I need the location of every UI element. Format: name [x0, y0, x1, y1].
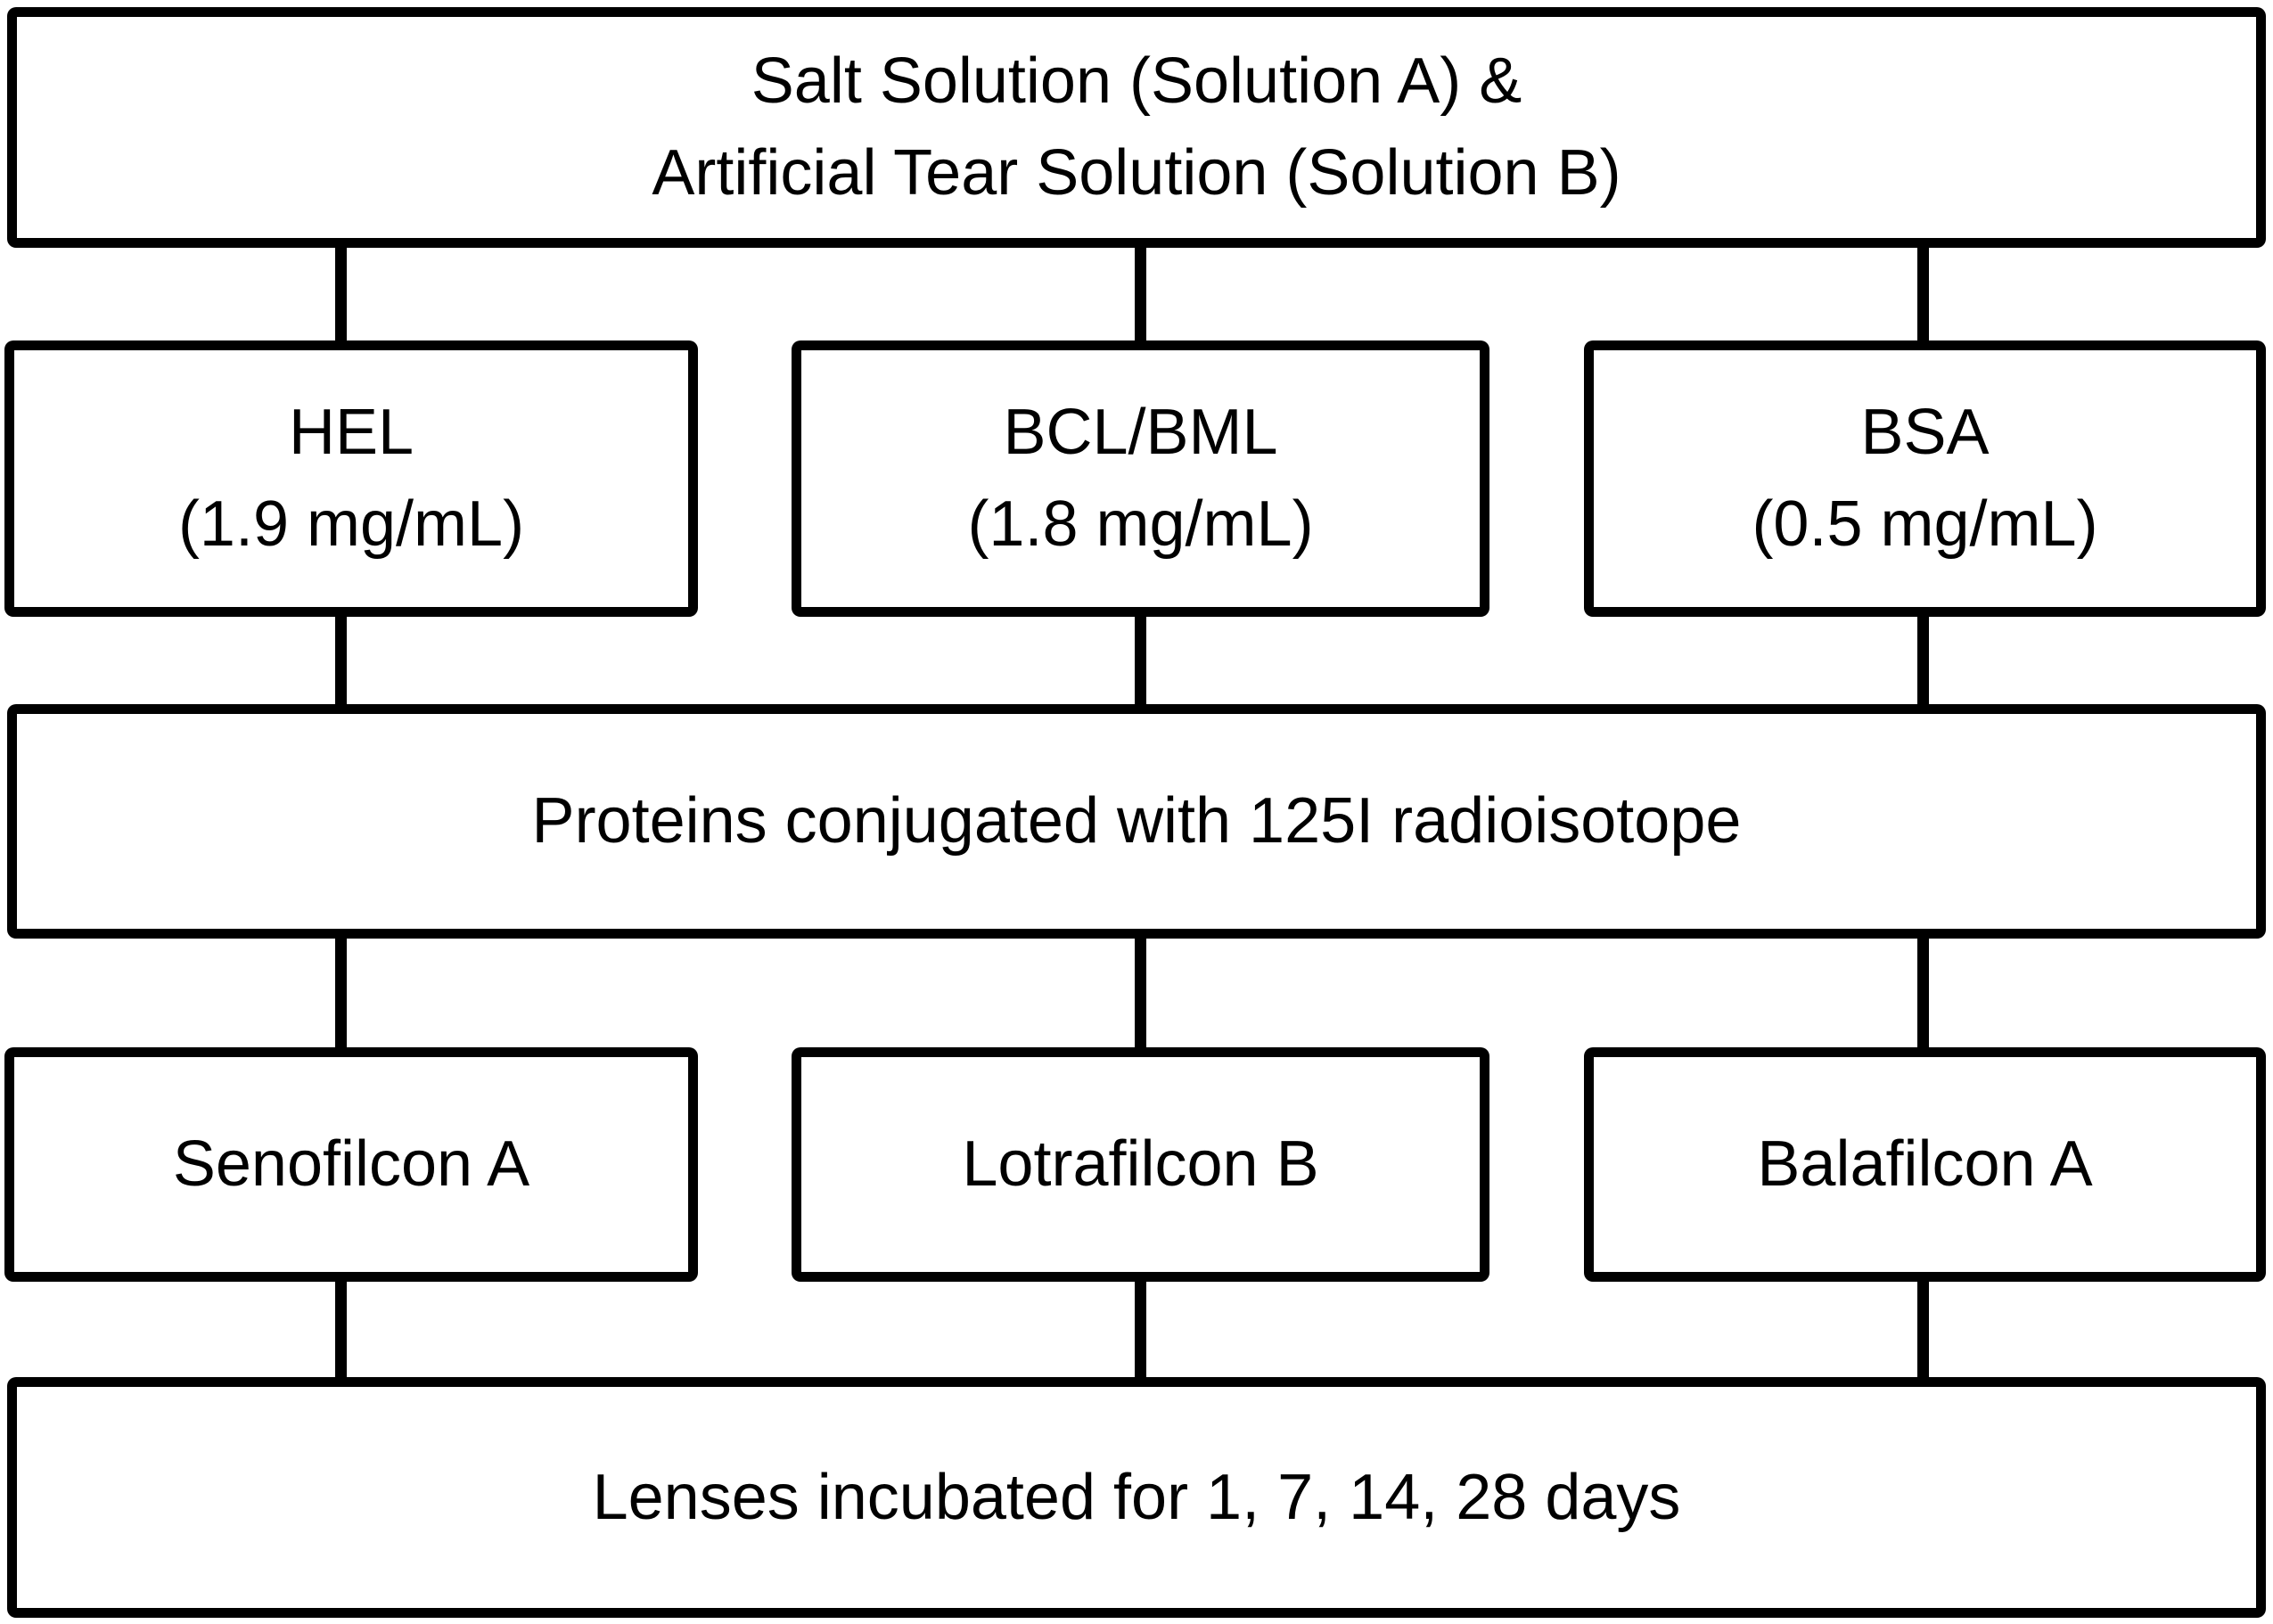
lens-box-lotrafilcon-b: Lotrafilcon B [792, 1047, 1489, 1282]
connector-hel-to-conjugation [335, 611, 347, 711]
protein-box-hel: HEL (1.9 mg/mL) [4, 340, 698, 617]
lens-senofilcon-a-label: Senofilcon A [172, 1128, 530, 1200]
protein-hel-name: HEL [288, 397, 414, 468]
connector-bsa-to-conjugation [1917, 611, 1929, 711]
connector-source-to-bsa [1917, 241, 1929, 348]
protein-bcl-bml-concentration: (1.8 mg/mL) [967, 488, 1314, 560]
lens-box-balafilcon-a: Balafilcon A [1584, 1047, 2266, 1282]
protein-bcl-bml-name: BCL/BML [1003, 397, 1278, 468]
lens-lotrafilcon-b-label: Lotrafilcon B [962, 1128, 1319, 1200]
connector-lotrafilcon-to-incubation [1135, 1275, 1146, 1384]
protein-bsa-name: BSA [1860, 397, 1990, 468]
conjugation-box: Proteins conjugated with 125I radioisoto… [7, 704, 2266, 939]
source-solutions-line-2: Artificial Tear Solution (Solution B) [652, 137, 1621, 209]
connector-senofilcon-to-incubation [335, 1275, 347, 1384]
connector-conjugation-to-senofilcon [335, 931, 347, 1054]
incubation-label: Lenses incubated for 1, 7, 14, 28 days [592, 1461, 1681, 1533]
conjugation-label: Proteins conjugated with 125I radioisoto… [531, 785, 1742, 857]
connector-source-to-bcl-bml [1135, 241, 1146, 348]
source-solutions-box: Salt Solution (Solution A) & Artificial … [7, 7, 2266, 248]
protein-bsa-concentration: (0.5 mg/mL) [1752, 488, 2098, 560]
lens-balafilcon-a-label: Balafilcon A [1757, 1128, 2093, 1200]
incubation-box: Lenses incubated for 1, 7, 14, 28 days [7, 1377, 2266, 1618]
protein-hel-concentration: (1.9 mg/mL) [177, 488, 525, 560]
connector-bcl-bml-to-conjugation [1135, 611, 1146, 711]
protein-box-bcl-bml: BCL/BML (1.8 mg/mL) [792, 340, 1489, 617]
connector-conjugation-to-lotrafilcon [1135, 931, 1146, 1054]
connector-conjugation-to-balafilcon [1917, 931, 1929, 1054]
connector-source-to-hel [335, 241, 347, 348]
source-solutions-line-1: Salt Solution (Solution A) & [751, 45, 1522, 117]
protein-box-bsa: BSA (0.5 mg/mL) [1584, 340, 2266, 617]
connector-balafilcon-to-incubation [1917, 1275, 1929, 1384]
lens-box-senofilcon-a: Senofilcon A [4, 1047, 698, 1282]
